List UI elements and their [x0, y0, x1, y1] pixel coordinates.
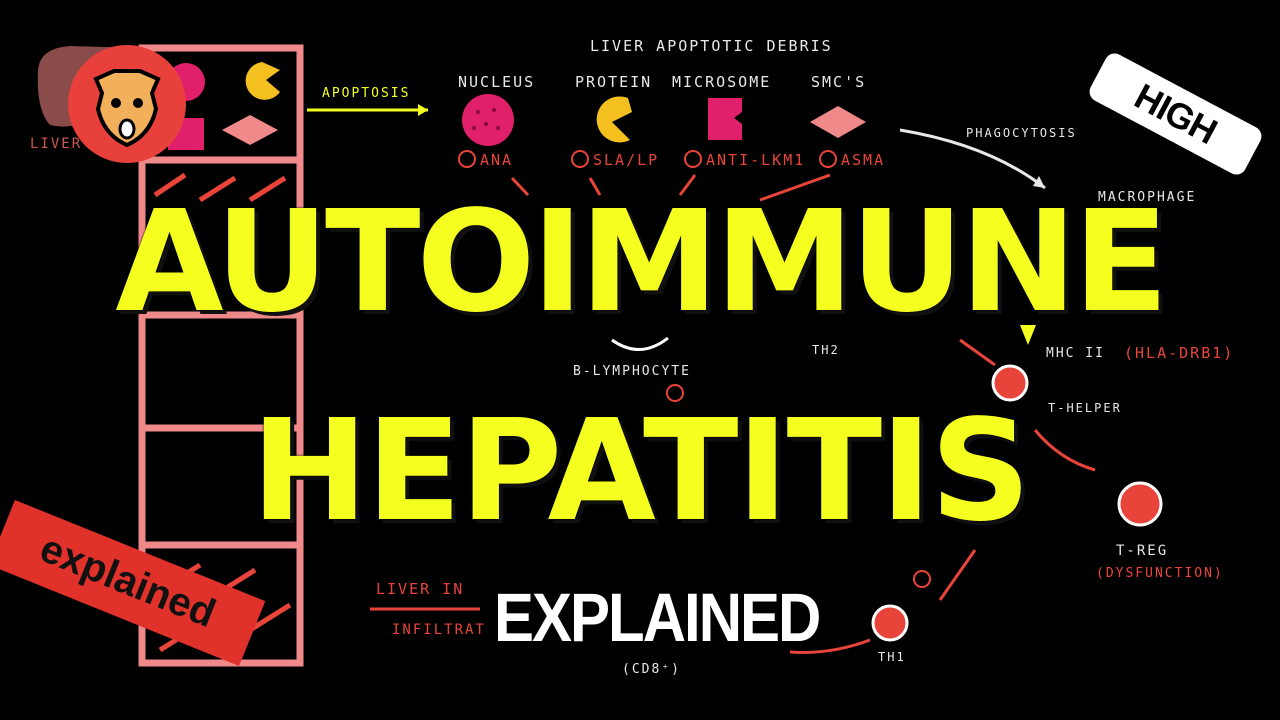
title-line-2: HEPATITIS — [250, 390, 1031, 553]
mhc-icon — [1020, 325, 1036, 345]
antibody-ana: ANA — [480, 151, 514, 169]
infiltrat-label: INFILTRAT — [392, 622, 486, 638]
dog-logo-icon — [93, 69, 161, 148]
antibody-sla: SLA/LP — [593, 151, 660, 169]
t-reg-note: (DYSFUNCTION) — [1096, 566, 1224, 581]
smc-debris-icon — [222, 115, 278, 145]
th1-label: TH1 — [878, 650, 906, 664]
cd8-label: (CD8⁺) — [622, 662, 681, 677]
apoptosis-label: APOPTOSIS — [322, 86, 411, 101]
t-helper-cell — [991, 364, 1029, 402]
debris-microsome-label: MICROSOME — [672, 73, 772, 91]
protein-debris-icon — [245, 62, 280, 100]
debris-smc-label: SMC'S — [811, 73, 867, 91]
macrophage-label: MACROPHAGE — [1098, 190, 1197, 205]
th1-cell — [871, 604, 909, 642]
subtitle-explained: EXPLAINED — [494, 578, 821, 657]
smc-icon — [810, 106, 866, 138]
protein-icon — [596, 96, 632, 143]
t-reg-label: T-REG — [1116, 543, 1169, 559]
phagocytosis-label: PHAGOCYTOSIS — [966, 126, 1077, 140]
t-helper-label: T-HELPER — [1048, 401, 1122, 415]
mhc-label: MHC II — [1046, 346, 1105, 361]
hepatocyte-column — [138, 44, 304, 667]
b-lymphocyte-label: B-LYMPHOCYTE — [573, 364, 691, 379]
debris-nucleus-label: NUCLEUS — [458, 73, 536, 91]
phagocytosis-arrow — [899, 128, 1046, 190]
debris-protein-label: PROTEIN — [575, 73, 653, 91]
b-lymphocyte-cell — [611, 336, 669, 351]
liver-in-label: LIVER IN — [376, 580, 465, 598]
hla-label: (HLA-DRB1) — [1124, 344, 1235, 362]
liver-label: LIVER — [30, 136, 83, 152]
channel-logo — [68, 45, 186, 163]
antibody-asma: ASMA — [841, 151, 886, 169]
nucleus-icon — [462, 94, 514, 146]
debris-header: LIVER APOPTOTIC DEBRIS — [590, 37, 833, 55]
th2-label: TH2 — [812, 343, 840, 357]
microsome-icon — [708, 98, 742, 140]
title-line-1: AUTOIMMUNE — [115, 181, 1168, 344]
t-reg-cell — [1117, 481, 1163, 527]
antibody-lkm: ANTI-LKM1 — [706, 151, 806, 169]
